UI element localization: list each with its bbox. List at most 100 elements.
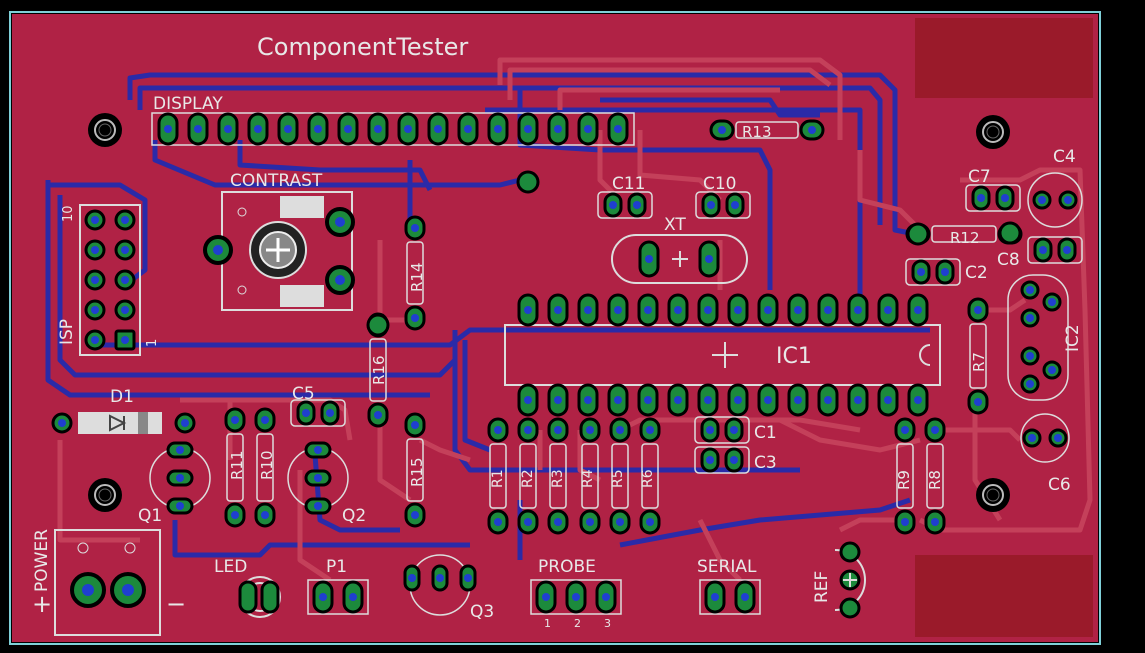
label-r11: R11 (228, 450, 246, 480)
pad (547, 509, 569, 535)
pad (967, 389, 989, 415)
ic2-regulator (1007, 274, 1069, 401)
resistor-r2 (517, 417, 539, 535)
label-probe: PROBE (538, 557, 596, 577)
pad (404, 305, 426, 331)
capacitor-c4 (1027, 172, 1083, 228)
board-title: ComponentTester (257, 33, 468, 61)
label-c3: C3 (754, 453, 777, 473)
ic1-pin-bottom (607, 383, 629, 417)
ic1-pin-top (577, 293, 599, 327)
transistor-q3 (403, 554, 477, 616)
label-r9: R9 (895, 470, 913, 490)
bottom-traces (45, 72, 930, 560)
pad (535, 580, 557, 614)
display-pin (367, 112, 389, 146)
display-pin (217, 112, 239, 146)
resistor-r14 (404, 215, 426, 331)
label-r13: R13 (742, 123, 772, 141)
pad (1032, 190, 1052, 210)
pad (924, 417, 946, 443)
pad (967, 297, 989, 323)
display-pin (607, 112, 629, 146)
isp-pin (114, 209, 136, 231)
pad (704, 580, 726, 614)
pad (971, 185, 991, 211)
ic1-pin-top (817, 293, 839, 327)
pad (312, 580, 334, 614)
display-pin (277, 112, 299, 146)
isp-pin (84, 209, 106, 231)
mounting-holes (88, 113, 1010, 512)
label-r3: R3 (550, 469, 566, 488)
pad (224, 407, 246, 433)
connector-p1 (307, 579, 369, 615)
display-pin (397, 112, 419, 146)
pad (166, 441, 194, 459)
pad (1048, 428, 1068, 448)
label-c11: C11 (612, 174, 646, 194)
label-probe-1: 1 (544, 617, 551, 630)
label-ic2: IC2 (1063, 324, 1083, 352)
pad (639, 509, 661, 535)
display-pin (427, 112, 449, 146)
label-isp-pin1: 1 (145, 339, 160, 347)
label-d1: D1 (110, 387, 134, 407)
pad (924, 509, 946, 535)
label-ic1: IC1 (776, 344, 812, 369)
ic1-pin-top (607, 293, 629, 327)
label-r7: R7 (970, 352, 988, 372)
label-r2: R2 (520, 469, 536, 488)
display-pin (577, 112, 599, 146)
pad (1020, 308, 1040, 328)
label-ref: REF (812, 571, 832, 603)
pad (403, 564, 421, 592)
label-c4: C4 (1053, 147, 1076, 167)
label-contrast: CONTRAST (230, 171, 323, 191)
connector-serial (699, 579, 761, 615)
resistor-r7 (967, 297, 989, 415)
label-r16: R16 (370, 355, 388, 385)
resistor-r8 (924, 417, 946, 535)
pad (725, 192, 745, 218)
isp-header (79, 204, 141, 356)
label-c8: C8 (997, 250, 1020, 270)
copper-zone-bottom-right (915, 555, 1093, 637)
display-pin (547, 112, 569, 146)
mounting-hole-tl (88, 113, 122, 147)
pad (404, 215, 426, 241)
capacitor-c10 (695, 191, 751, 219)
pad (1033, 237, 1053, 263)
pad (709, 119, 735, 141)
ic1-pin-top (517, 293, 539, 327)
pad (1042, 292, 1062, 312)
label-isp-pin10: 10 (61, 205, 76, 222)
isp-pin (84, 329, 106, 351)
pad (166, 469, 194, 487)
pad (595, 580, 617, 614)
label-xt: XT (664, 215, 686, 235)
ic1-pin-bottom (817, 383, 839, 417)
copper-zone-top-right (915, 18, 1093, 98)
pad (254, 407, 276, 433)
mounting-hole-bl (88, 478, 122, 512)
label-serial: SERIAL (697, 557, 757, 577)
pad (296, 400, 316, 426)
label-minus: − (166, 590, 186, 618)
label-c1: C1 (754, 423, 777, 443)
pad (565, 580, 587, 614)
resistor-r4 (579, 417, 601, 535)
display-pin (247, 112, 269, 146)
capacitor-c3 (694, 446, 750, 474)
display-pin (307, 112, 329, 146)
resistor-r3 (547, 417, 569, 535)
label-r5: R5 (610, 469, 626, 488)
pad (517, 417, 539, 443)
ic1-pin-top (637, 293, 659, 327)
pad (734, 580, 756, 614)
ic1-pin-top (727, 293, 749, 327)
label-r12: R12 (950, 229, 980, 247)
display-pin (487, 112, 509, 146)
isp-pin (84, 269, 106, 291)
mounting-hole-br (976, 478, 1010, 512)
